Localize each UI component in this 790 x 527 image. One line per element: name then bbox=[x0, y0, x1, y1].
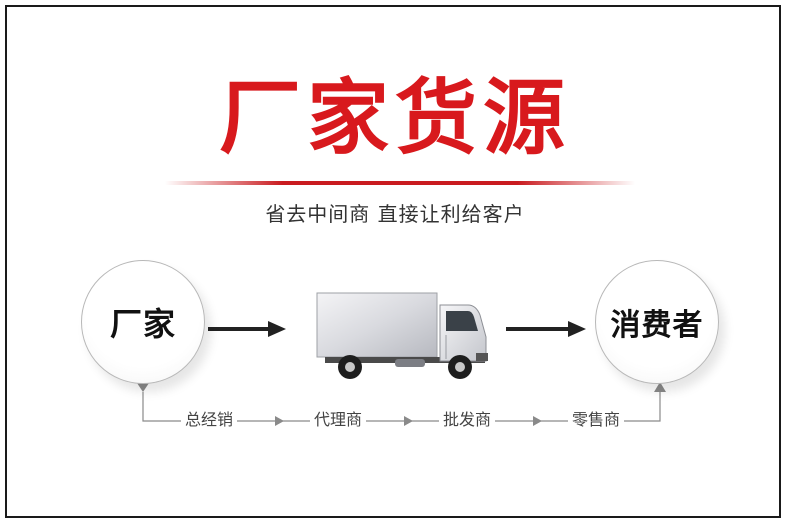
chain-arrow-icon bbox=[533, 416, 542, 426]
consumer-circle: 消费者 bbox=[595, 260, 719, 384]
truck-icon bbox=[316, 292, 488, 379]
banner-subtitle: 省去中间商 直接让利给客户 bbox=[265, 202, 525, 226]
chain-step-retailer: 零售商 bbox=[568, 410, 625, 430]
chain-lines bbox=[142, 392, 661, 422]
chain-step-agent: 代理商 bbox=[310, 410, 367, 430]
factory-circle: 厂家 bbox=[81, 260, 205, 384]
triangle-down-icon bbox=[137, 383, 149, 392]
factory-label: 厂家 bbox=[109, 305, 176, 343]
consumer-label: 消费者 bbox=[610, 308, 704, 343]
banner-title: 厂家货源 bbox=[218, 71, 571, 166]
chain-arrow-icon bbox=[275, 416, 284, 426]
arrow-right-icon bbox=[208, 321, 286, 337]
chain-step-wholesaler: 批发商 bbox=[439, 410, 496, 430]
chain-step-distributor: 总经销 bbox=[181, 410, 238, 430]
chain-arrow-icon bbox=[404, 416, 413, 426]
title-underline bbox=[165, 181, 635, 185]
arrow-right-icon bbox=[506, 321, 586, 337]
triangle-up-icon bbox=[654, 382, 666, 392]
